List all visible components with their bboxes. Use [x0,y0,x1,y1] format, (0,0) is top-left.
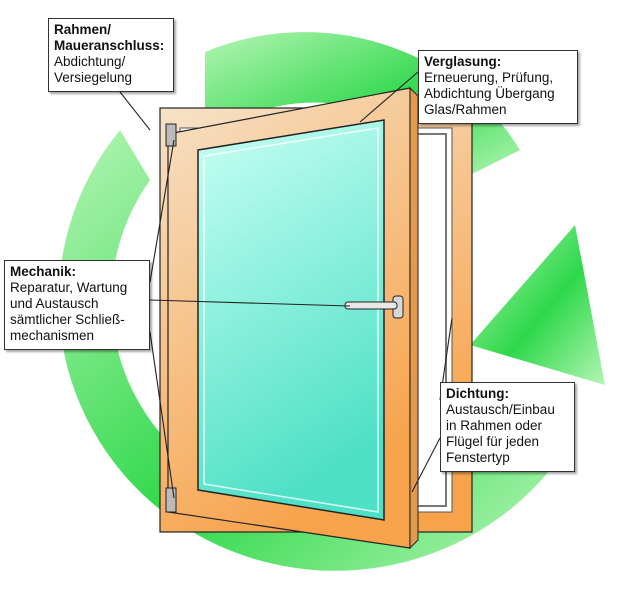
callout-rahmen-body: Abdichtung/ Versiegelung [54,54,133,85]
callout-dichtung: Dichtung: Austausch/Einbau in Rahmen ode… [440,382,575,472]
callout-mechanik-body: Reparatur, Wartung und Austausch sämtlic… [10,280,128,343]
callout-verglasung-title: Verglasung: [424,54,502,69]
callout-rahmen-title: Rahmen/ Maueranschluss: [54,22,165,53]
callout-verglasung: Verglasung: Erneuerung, Prüfung, Abdicht… [418,50,578,124]
hinge-top [165,123,177,147]
callout-mechanik-title: Mechanik: [10,264,77,279]
callout-mechanik: Mechanik: Reparatur, Wartung und Austaus… [4,260,150,350]
callout-dichtung-body: Austausch/Einbau in Rahmen oder Flügel f… [446,402,555,465]
callout-rahmen: Rahmen/ Maueranschluss: Abdichtung/ Vers… [48,18,174,92]
handle-lever [344,301,398,310]
glass-pane [197,119,385,521]
hinge-bottom [165,487,177,513]
callout-verglasung-body: Erneuerung, Prüfung, Abdichtung Übergang… [424,70,555,117]
leader-lines [119,71,453,499]
glass-bead [203,127,379,513]
cycle-arrow-head [470,225,605,385]
sash-edge [409,86,419,550]
callout-dichtung-title: Dichtung: [446,386,509,401]
